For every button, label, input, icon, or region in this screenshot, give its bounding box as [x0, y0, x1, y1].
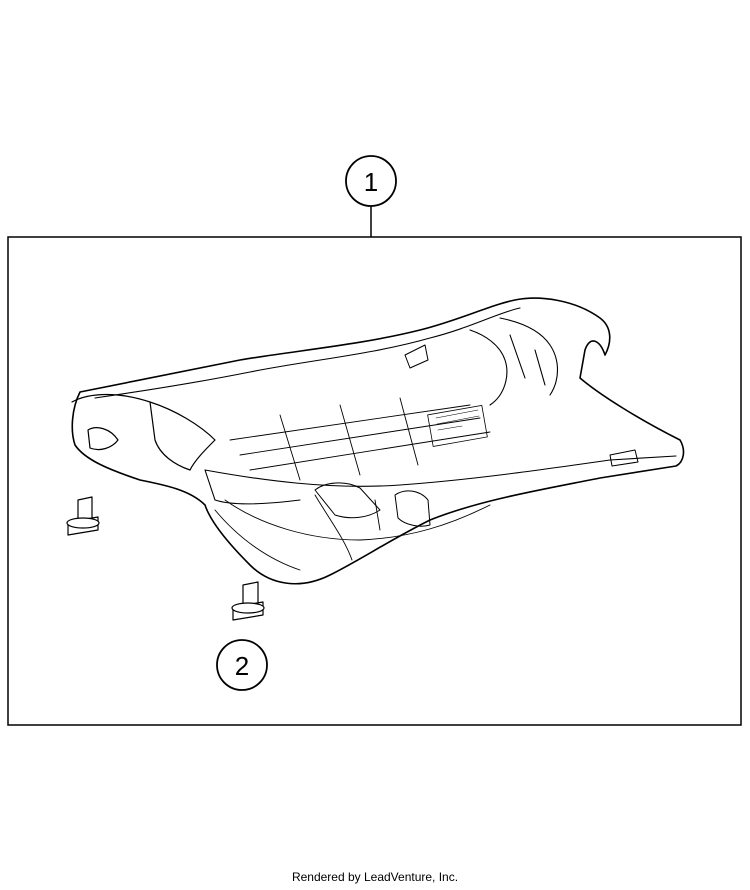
side-tabs [404, 344, 639, 467]
bottom-contours [214, 494, 491, 571]
callout-2[interactable]: 2 [216, 639, 268, 691]
front-channel [469, 317, 559, 406]
callout-2-number: 2 [235, 651, 249, 681]
center-ribs [229, 397, 491, 481]
warning-label [427, 404, 488, 447]
callout-1-number: 1 [364, 167, 378, 197]
callout-2-circle [216, 639, 268, 691]
callout-1[interactable]: 1 [345, 155, 397, 237]
warning-label-lines [435, 409, 480, 431]
skid-plate[interactable] [71, 297, 685, 585]
skid-plate-rim [94, 307, 677, 505]
callout-1-circle [345, 155, 397, 207]
bolt-lower-flange [231, 602, 265, 614]
bolt-upper[interactable] [66, 496, 100, 536]
assembly-frame [7, 236, 742, 726]
skid-plate-outline [71, 297, 685, 585]
mid-slots [314, 482, 431, 527]
bolt-lower[interactable] [231, 581, 265, 621]
footer-credit: Rendered by LeadVenture, Inc. [291, 870, 459, 884]
left-mount-flange [71, 393, 216, 471]
bolt-upper-flange [66, 517, 100, 529]
